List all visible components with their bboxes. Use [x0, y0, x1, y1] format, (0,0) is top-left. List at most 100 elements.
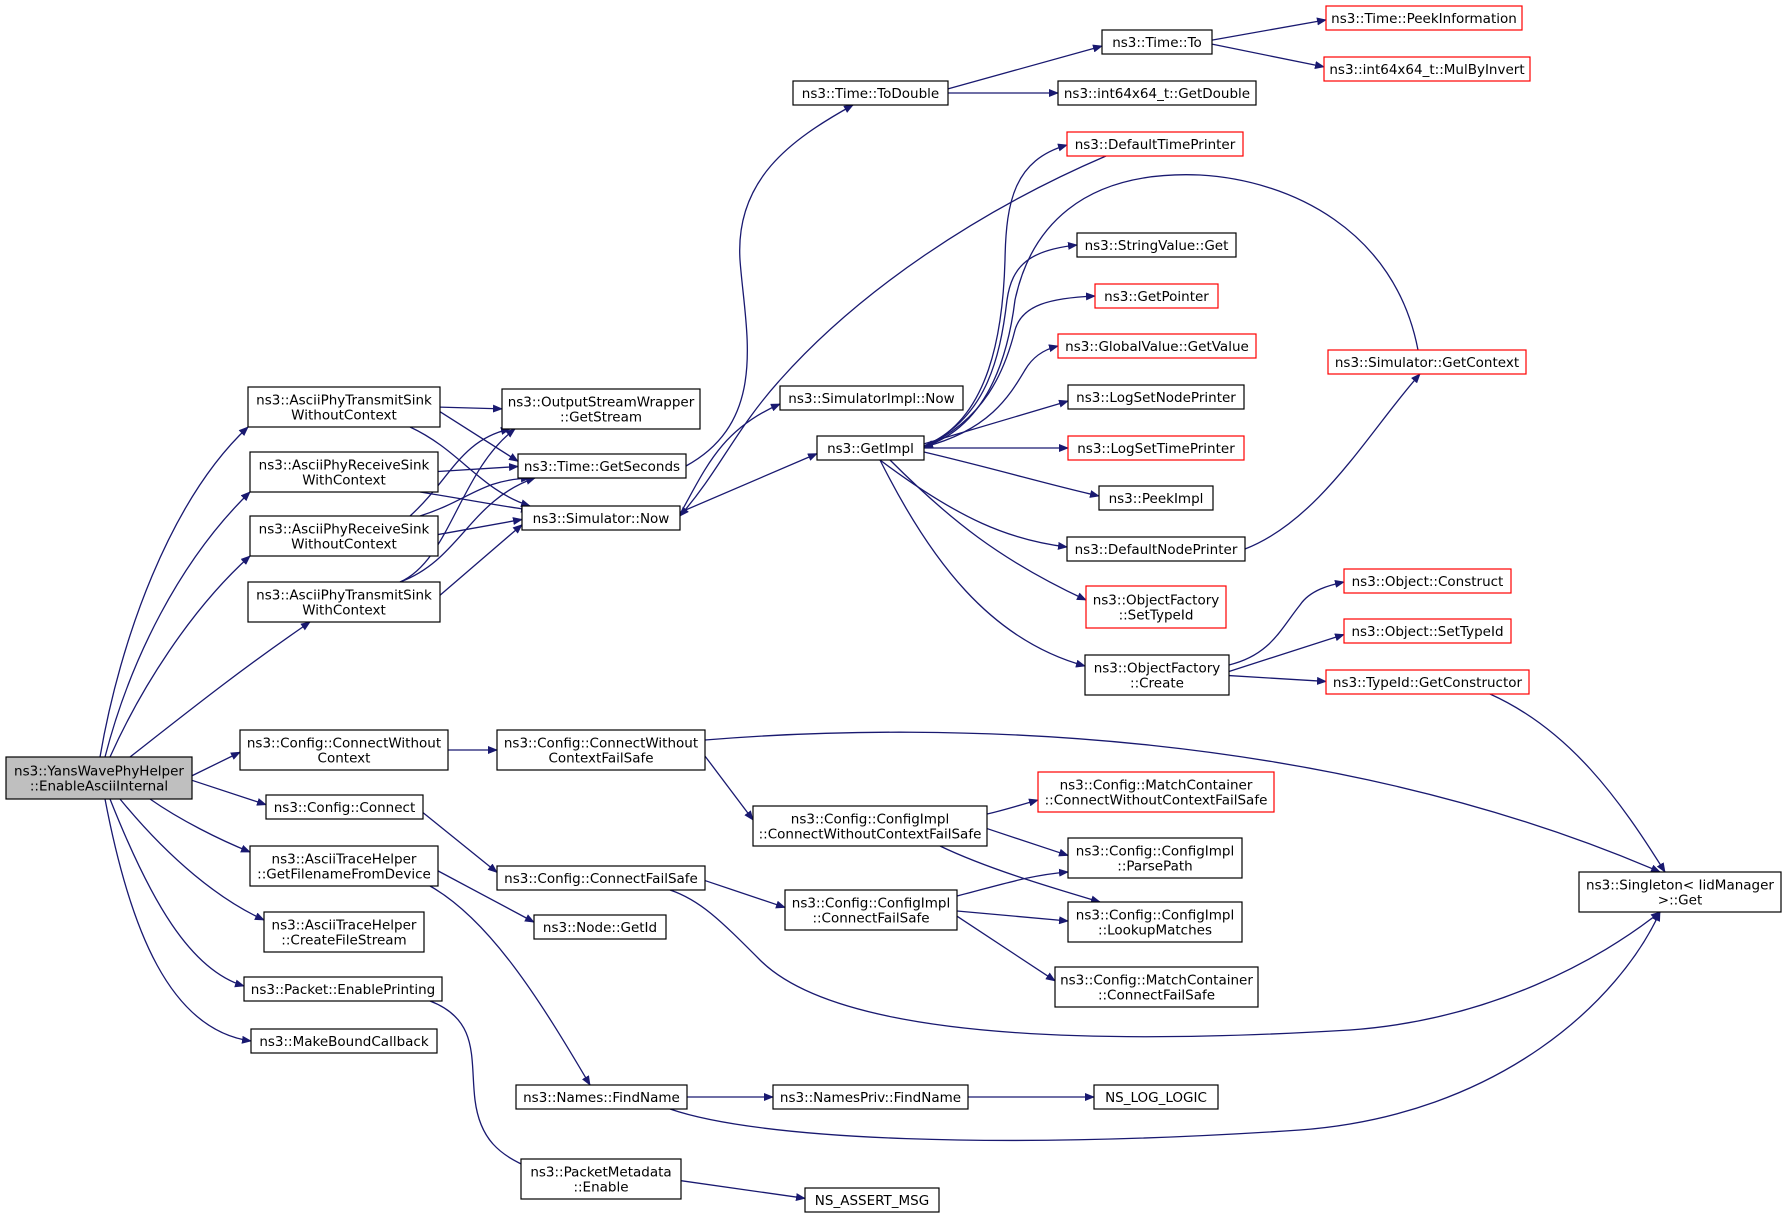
- node-mulByInvert[interactable]: ns3::int64x64_t::MulByInvert: [1323, 56, 1531, 82]
- node-pktMetaEnable[interactable]: ns3::PacketMetadata::Enable: [520, 1158, 682, 1200]
- edge-getImpl-to-ofCreate: [879, 459, 1086, 668]
- node-box: [1067, 384, 1245, 410]
- edge-cfgImplConnFS-to-mcConnFS: [956, 915, 1056, 982]
- node-mcConnFS[interactable]: ns3::Config::MatchContainer::ConnectFail…: [1054, 966, 1259, 1008]
- node-getDouble[interactable]: ns3::int64x64_t::GetDouble: [1057, 80, 1257, 106]
- node-nodeGetId[interactable]: ns3::Node::GetId: [533, 914, 667, 940]
- node-peekInfo[interactable]: ns3::Time::PeekInformation: [1325, 5, 1523, 31]
- node-label: ns3::Config::Connect: [274, 800, 416, 816]
- node-strValGet[interactable]: ns3::StringValue::Get: [1076, 232, 1237, 258]
- node-nsAssertMsg[interactable]: NS_ASSERT_MSG: [804, 1187, 940, 1213]
- node-label: ns3::Packet::EnablePrinting: [251, 982, 435, 998]
- node-box: [1067, 837, 1243, 879]
- node-simImplNow[interactable]: ns3::SimulatorImpl::Now: [779, 385, 964, 411]
- node-objSetTypeId[interactable]: ns3::Object::SetTypeId: [1343, 618, 1512, 644]
- node-box: [533, 914, 667, 940]
- node-label: ns3::DefaultNodePrinter: [1075, 542, 1238, 558]
- node-root[interactable]: ns3::YansWavePhyHelper::EnableAsciiInter…: [5, 756, 193, 800]
- node-box: [1325, 669, 1530, 695]
- node-toDouble[interactable]: ns3::Time::ToDouble: [792, 80, 949, 106]
- node-label: ns3::Config::ConfigImpl: [791, 812, 949, 828]
- edge-cfgConnFS-to-cfgImplConnFS: [704, 879, 786, 909]
- node-label: ns3::YansWavePhyHelper: [14, 764, 184, 780]
- node-box: [784, 889, 958, 931]
- node-globalGetValue[interactable]: ns3::GlobalValue::GetValue: [1057, 333, 1257, 359]
- node-label: ns3::AsciiPhyTransmitSink: [256, 588, 432, 604]
- node-timeTo[interactable]: ns3::Time::To: [1101, 29, 1213, 55]
- node-parsePath[interactable]: ns3::Config::ConfigImpl::ParsePath: [1067, 837, 1243, 879]
- node-nsLogLogic[interactable]: NS_LOG_LOGIC: [1093, 1084, 1219, 1110]
- node-peekImpl[interactable]: ns3::PeekImpl: [1098, 485, 1214, 511]
- node-label: ns3::Config::ConfigImpl: [1076, 908, 1234, 924]
- node-box: [1054, 966, 1259, 1008]
- node-getPointer[interactable]: ns3::GetPointer: [1094, 283, 1219, 309]
- node-cfgConnect[interactable]: ns3::Config::Connect: [265, 794, 424, 820]
- node-box: [1066, 536, 1246, 562]
- node-createFileStream[interactable]: ns3::AsciiTraceHelper::CreateFileStream: [263, 911, 425, 953]
- node-box: [249, 451, 439, 493]
- node-mcConnWOFS[interactable]: ns3::Config::MatchContainer::ConnectWith…: [1037, 771, 1275, 813]
- edge-root-to-pktEnablePrinting: [109, 798, 245, 988]
- node-box: [816, 435, 925, 461]
- node-box: [1098, 485, 1214, 511]
- node-simNow[interactable]: ns3::Simulator::Now: [521, 505, 681, 531]
- node-getSeconds[interactable]: ns3::Time::GetSeconds: [517, 453, 687, 479]
- node-box: [239, 729, 449, 771]
- edge-timeTo-to-peekInfo: [1211, 17, 1327, 41]
- node-namesFindName[interactable]: ns3::Names::FindName: [515, 1084, 688, 1110]
- node-label: ns3::AsciiPhyTransmitSink: [256, 393, 432, 409]
- node-label: ns3::AsciiPhyReceiveSink: [259, 458, 430, 474]
- node-defNodePrinter[interactable]: ns3::DefaultNodePrinter: [1066, 536, 1246, 562]
- node-cfgImplConnWOFS[interactable]: ns3::Config::ConfigImpl::ConnectWithoutC…: [752, 805, 988, 847]
- node-pktEnablePrinting[interactable]: ns3::Packet::EnablePrinting: [243, 976, 443, 1002]
- node-label: WithoutContext: [291, 408, 397, 424]
- node-objConstruct[interactable]: ns3::Object::Construct: [1343, 568, 1512, 594]
- edge-simNow-to-simImplNow: [679, 403, 781, 515]
- node-label: ::Create: [1130, 676, 1184, 692]
- node-getImpl[interactable]: ns3::GetImpl: [816, 435, 925, 461]
- node-logTimePrinter[interactable]: ns3::LogSetTimePrinter: [1067, 435, 1245, 461]
- node-box: [804, 1187, 940, 1213]
- node-getFilename[interactable]: ns3::AsciiTraceHelper::GetFilenameFromDe…: [249, 845, 439, 887]
- node-cfgConnFS[interactable]: ns3::Config::ConnectFailSafe: [496, 865, 706, 891]
- node-cfgConnWO[interactable]: ns3::Config::ConnectWithoutContext: [239, 729, 449, 771]
- node-namesPrivFindName[interactable]: ns3::NamesPriv::FindName: [772, 1084, 969, 1110]
- node-box: [1327, 349, 1527, 375]
- node-box: [520, 1158, 682, 1200]
- node-label: ns3::TypeId::GetConstructor: [1333, 675, 1523, 691]
- node-label: WithContext: [302, 603, 386, 619]
- edge-root-to-cfgConnect: [191, 779, 267, 806]
- node-getStream[interactable]: ns3::OutputStreamWrapper::GetStream: [501, 388, 701, 430]
- edge-rxCtx-to-simNow: [419, 491, 531, 513]
- node-logNodePrinter[interactable]: ns3::LogSetNodePrinter: [1067, 384, 1245, 410]
- node-singletonGet[interactable]: ns3::Singleton< IidManager >::Get: [1578, 871, 1782, 913]
- node-simGetContext[interactable]: ns3::Simulator::GetContext: [1327, 349, 1527, 375]
- edge-ofCreate-to-objSetTypeId: [1228, 633, 1345, 673]
- edge-rxCtx-to-getSeconds: [437, 463, 519, 473]
- edge-defNodePrinter-to-simGetContext: [1244, 373, 1421, 550]
- node-box: [1093, 1084, 1219, 1110]
- node-getConstructor[interactable]: ns3::TypeId::GetConstructor: [1325, 669, 1530, 695]
- node-makeBoundCb[interactable]: ns3::MakeBoundCallback: [250, 1028, 438, 1054]
- node-label: ns3::Config::ConfigImpl: [792, 896, 950, 912]
- node-label: ns3::ObjectFactory: [1093, 593, 1220, 609]
- edge-txCtx-to-simNow: [439, 524, 523, 596]
- node-ofCreate[interactable]: ns3::ObjectFactory::Create: [1084, 654, 1230, 696]
- edge-rxNoCtx-to-getStream: [409, 427, 511, 517]
- node-label: ns3::AsciiTraceHelper: [272, 918, 417, 934]
- node-label: ns3::Node::GetId: [543, 920, 657, 936]
- node-cfgConnWOFS[interactable]: ns3::Config::ConnectWithoutContextFailSa…: [496, 729, 706, 771]
- node-defTimePrinter[interactable]: ns3::DefaultTimePrinter: [1066, 131, 1244, 157]
- edge-pktMetaEnable-to-nsAssertMsg: [680, 1180, 806, 1202]
- node-label: ns3::LogSetNodePrinter: [1076, 390, 1236, 406]
- node-ofSetTypeId[interactable]: ns3::ObjectFactory::SetTypeId: [1085, 585, 1227, 629]
- node-label: ::ConnectFailSafe: [1098, 988, 1215, 1004]
- node-lookupMatches[interactable]: ns3::Config::ConfigImpl::LookupMatches: [1067, 901, 1243, 943]
- node-box: [1067, 901, 1243, 943]
- node-cfgImplConnFS[interactable]: ns3::Config::ConfigImpl::ConnectFailSafe: [784, 889, 958, 931]
- edge-cfgConnWOFS-to-cfgImplConnWOFS: [704, 755, 754, 821]
